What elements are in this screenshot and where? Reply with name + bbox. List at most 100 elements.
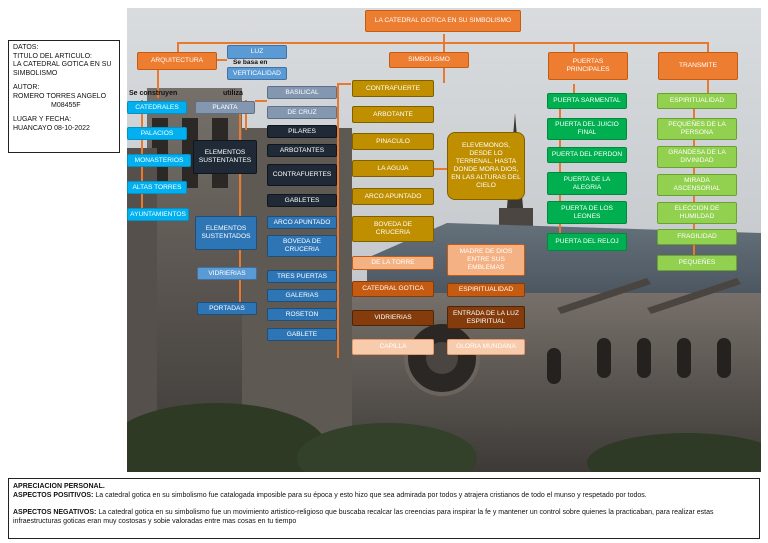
catedral-gotica-node: CATEDRAL GOTICA	[352, 281, 434, 297]
gloria-mundana-label: GLORIA MUNDANA	[456, 343, 516, 350]
root-node: LA CATEDRAL GOTICA EN SU SIMBOLISMO	[365, 10, 521, 32]
building-label: MONASTERIOS	[134, 156, 184, 164]
puerta-del-juicio-final: PUERTA DEL JUICIO FINAL	[547, 118, 627, 140]
se-basa-en-label: Se basa en	[233, 59, 268, 66]
simbolismo-node: SIMBOLISMO	[389, 52, 469, 68]
connector	[707, 80, 709, 94]
portadas-item-label: GALERIAS	[285, 291, 319, 299]
connector	[443, 42, 445, 54]
arquitectura-label: ARQUITECTURA	[150, 57, 204, 64]
puerta-item-label: PUERTA SARMENTAL	[553, 97, 621, 104]
transmite-eleccion-humildad: ELECCION DE HUMILDAD	[657, 202, 737, 224]
portadas-item-label: ROSETON	[285, 310, 319, 318]
planta-de-cruz: DE CRUZ	[267, 106, 337, 119]
positive-aspects-label: ASPECTOS POSITIVOS:	[13, 492, 94, 500]
simbolismo-arco-apuntado: ARCO APUNTADO	[352, 188, 434, 205]
puertas-label: PUERTAS PRINCIPALES	[566, 58, 610, 73]
luz-label: LUZ	[250, 48, 264, 55]
portadas-item-label: GABLETE	[286, 330, 318, 338]
sustentantes-pilares: PILARES	[267, 125, 337, 138]
vidrierias-2-node: VIDRIERIAS	[352, 310, 434, 326]
sustentantes-gabletes: GABLETES	[267, 194, 337, 207]
connector	[337, 83, 339, 358]
planta-node: PLANTA	[195, 101, 255, 114]
connector	[177, 42, 179, 54]
gloria-mundana-node: GLORIA MUNDANA	[447, 339, 525, 355]
elementos-sustentados-node: ELEMENTOS SUSTENTADOS	[195, 216, 257, 250]
building-altas-torres: ALTAS TORRES	[127, 181, 187, 194]
sustentantes-item-label: PILARES	[288, 127, 316, 135]
connector	[443, 34, 445, 43]
simbolismo-meaning-label: ELEVEMONOS, DESDE LO TERRENAL, HASTA DON…	[451, 142, 521, 189]
simbolismo-la-aguja: LA AGUJA	[352, 160, 434, 177]
connector	[559, 94, 561, 244]
planta-item-label: DE CRUZ	[287, 108, 317, 116]
entrada-luz-node: ENTRADA DE LA LUZ ESPIRITUAL	[447, 306, 525, 329]
simbolismo-boveda-de-cruceria: BOVEDA DE CRUCERIA	[352, 216, 434, 242]
espiritualidad-node: ESPIRITUALIDAD	[447, 283, 525, 297]
datos-label: DATOS:	[13, 44, 39, 51]
puerta-de-la-alegria: PUERTA DE LA ALEGRIA	[547, 172, 627, 195]
simbolismo-item-label: LA AGUJA	[377, 164, 409, 172]
transmite-item-label: MIRADA ASCENSORIAL	[673, 177, 721, 192]
transmite-mirada-ascensorial: MIRADA ASCENSORIAL	[657, 174, 737, 196]
portadas-gablete: GABLETE	[267, 328, 337, 341]
puerta-item-label: PUERTA DEL JUICIO FINAL	[555, 121, 619, 136]
transmite-label: TRANSMITE	[678, 62, 718, 69]
puertas-principales-node: PUERTAS PRINCIPALES	[548, 52, 628, 80]
autor-value: ROMERO TORRES ANGELO	[13, 92, 107, 100]
negative-aspects-label: ASPECTOS NEGATIVOS:	[13, 508, 97, 516]
portadas-galerias: GALERIAS	[267, 289, 337, 302]
puerta-del-reloj: PUERTA DEL RELOJ	[547, 233, 627, 251]
connector	[157, 68, 159, 98]
puerta-de-los-leones: PUERTA DE LOS LEONES	[547, 201, 627, 224]
building-catedrales: CATEDRALES	[127, 101, 187, 114]
simbolismo-contrafuerte: CONTRAFUERTE	[352, 80, 434, 97]
sustentantes-1-label: ELEMENTOS SUSTENTANTES	[198, 149, 252, 164]
simbolismo-meaning-node: ELEVEMONOS, DESDE LO TERRENAL, HASTA DON…	[447, 132, 525, 200]
portadas-label: PORTADAS	[209, 304, 245, 312]
de-la-torre-label: DE LA TORRE	[371, 259, 415, 266]
simbolismo-item-label: CONTRAFUERTE	[365, 84, 421, 92]
capilla-node: CAPILLA	[352, 339, 434, 355]
simbolismo-item-label: ARCO APUNTADO	[364, 192, 422, 200]
de-la-torre-node: DE LA TORRE	[352, 256, 434, 270]
negative-aspects-text: La catedral gotica en su simbolismo fue …	[13, 508, 714, 526]
connector	[215, 59, 227, 61]
connector	[337, 83, 351, 85]
espiritualidad-label: ESPIRITUALIDAD	[458, 286, 514, 293]
planta-label: PLANTA	[212, 103, 238, 111]
building-monasterios: MONASTERIOS	[127, 154, 191, 167]
transmite-item-label: ELECCION DE HUMILDAD	[674, 205, 720, 220]
transmite-node: TRANSMITE	[658, 52, 738, 80]
cathedral-photo-panel: LA CATEDRAL GOTICA EN SU SIMBOLISMO ARQU…	[127, 8, 761, 472]
connector	[245, 100, 247, 130]
puerta-item-label: PUERTA DE LOS LEONES	[561, 204, 613, 220]
planta-item-label: BASILICAL	[285, 88, 319, 96]
transmite-pequenes: PEQUEÑES	[657, 255, 737, 271]
transmite-item-label: FRAGILIDAD	[677, 233, 717, 240]
titulo-label: TITULO DEL ARTICULO:	[13, 52, 92, 60]
lugar-label: LUGAR Y FECHA:	[13, 116, 72, 124]
utiliza-label: utiliza	[223, 90, 243, 97]
puerta-sarmental: PUERTA SARMENTAL	[547, 93, 627, 109]
simbolismo-item-label: PINACULO	[376, 137, 410, 145]
transmite-espiritualidad: ESPIRITUALIDAD	[657, 93, 737, 109]
elementos-sustentantes-node: ELEMENTOS SUSTENTANTES	[193, 140, 257, 174]
vidrierias-2-label: VIDRIERIAS	[374, 314, 412, 321]
madre-de-dios-label: MADRE DE DIOS ENTRE SUS EMBLEMAS	[459, 248, 513, 271]
vidrierias-node: VIDRIERIAS	[197, 267, 257, 280]
lugar-value: HUANCAYO 08-10-2022	[13, 124, 90, 132]
root-label: LA CATEDRAL GOTICA EN SU SIMBOLISMO	[374, 17, 512, 24]
arquitectura-node: ARQUITECTURA	[137, 52, 217, 70]
building-palacios: PALACIOS	[127, 127, 187, 140]
sustentados-item-label: ARCO APUNTADO	[273, 218, 331, 226]
simbolismo-item-label: ARBOTANTE	[373, 110, 413, 118]
sustentantes-contrafuertes: CONTRAFUERTES	[267, 164, 337, 186]
transmite-pequenes-persona: PEQUEÑES DE LA PERSONA	[657, 118, 737, 140]
building-label: AYUNTAMIENTOS	[130, 210, 186, 218]
building-label: CATEDRALES	[135, 103, 179, 111]
se-construyen-label: Se construyen	[129, 90, 178, 97]
transmite-item-label: ESPIRITUALIDAD	[669, 97, 725, 104]
sustentantes-item-label: ARBOTANTES	[279, 146, 325, 154]
